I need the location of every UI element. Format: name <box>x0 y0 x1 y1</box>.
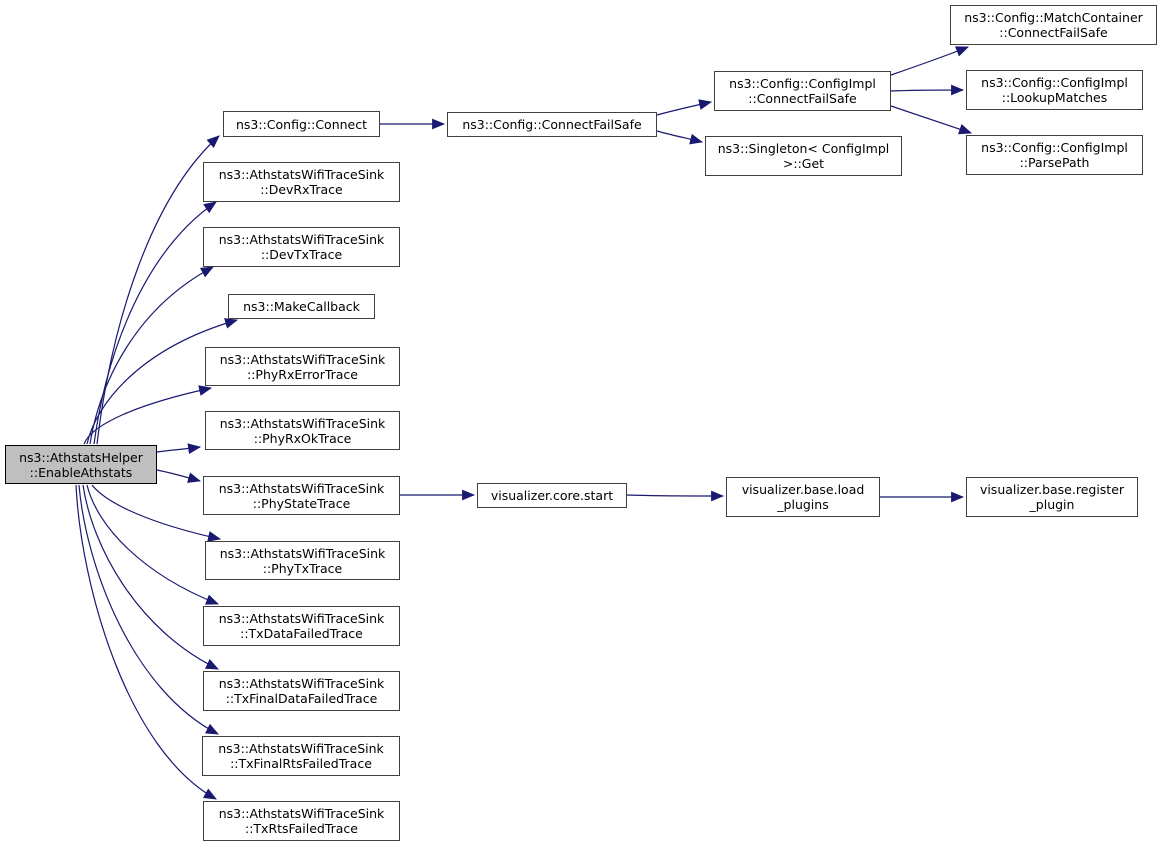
node-config-impl-lookup-matches[interactable]: ns3::Config::ConfigImpl::LookupMatches <box>966 70 1143 110</box>
node-label-line: ::EnableAthstats <box>29 464 133 480</box>
node-config-impl-connect-fail-safe[interactable]: ns3::Config::ConfigImpl::ConnectFailSafe <box>714 71 891 111</box>
edge-enable-athstats-to-make-callback <box>86 318 239 445</box>
node-label-line: ::PhyTxTrace <box>262 560 343 576</box>
node-singleton-config-impl-get[interactable]: ns3::Singleton< ConfigImpl>::Get <box>705 136 902 176</box>
node-label-line: ns3::AthstatsWifiTraceSink <box>218 167 385 182</box>
node-label-line: visualizer.core.start <box>490 488 614 503</box>
node-label-line: ns3::AthstatsHelper <box>19 449 143 465</box>
node-label-line: ns3::AthstatsWifiTraceSink <box>218 480 385 496</box>
node-label-line: ::TxRtsFailedTrace <box>245 821 358 836</box>
node-label-line: _plugin <box>1029 497 1075 512</box>
node-dev-tx-trace[interactable]: ns3::AthstatsWifiTraceSink::DevTxTrace <box>203 227 400 267</box>
node-make-callback[interactable]: ns3::MakeCallback <box>228 294 375 319</box>
node-label-line: ::PhyRxErrorTrace <box>247 366 358 382</box>
node-phy-rx-error-trace[interactable]: ns3::AthstatsWifiTraceSink::PhyRxErrorTr… <box>205 347 400 386</box>
edge-enable-athstats-to-dev-rx-trace <box>93 201 217 445</box>
edge-enable-athstats-to-config-connect <box>96 135 220 445</box>
node-label-line: ns3::AthstatsWifiTraceSink <box>219 415 386 431</box>
node-label-line: ::TxDataFailedTrace <box>240 626 363 641</box>
node-config-connect-fail-safe[interactable]: ns3::Config::ConnectFailSafe <box>447 112 657 137</box>
node-label-line: ::ConnectFailSafe <box>748 91 857 106</box>
node-label-line: ns3::MakeCallback <box>243 299 360 314</box>
node-visualizer-core-start[interactable]: visualizer.core.start <box>477 483 627 508</box>
edge-config-impl-connect-fail-safe-to-match-container-connect-fail-safe <box>890 46 970 76</box>
node-label-line: ns3::AthstatsWifiTraceSink <box>218 611 385 626</box>
node-label-line: ns3::AthstatsWifiTraceSink <box>218 232 385 247</box>
node-label-line: ::LookupMatches <box>1001 90 1108 105</box>
node-phy-rx-ok-trace[interactable]: ns3::AthstatsWifiTraceSink::PhyRxOkTrace <box>205 411 400 450</box>
node-label-line: ::TxFinalDataFailedTrace <box>225 691 378 706</box>
node-label-line: ::ParsePath <box>1019 155 1090 170</box>
node-label-line: ns3::AthstatsWifiTraceSink <box>219 351 386 367</box>
node-visualizer-base-load-plugins[interactable]: visualizer.base.load_plugins <box>726 477 880 517</box>
edge-config-impl-connect-fail-safe-to-config-impl-lookup-matches <box>890 84 965 96</box>
edge-visualizer-core-start-to-visualizer-base-load-plugins <box>626 490 725 502</box>
node-label-line: ::TxFinalRtsFailedTrace <box>230 756 372 771</box>
node-tx-final-data-failed-trace[interactable]: ns3::AthstatsWifiTraceSink::TxFinalDataF… <box>203 671 400 711</box>
node-label-line: ns3::Config::Connect <box>235 116 368 132</box>
edge-enable-athstats-to-tx-data-failed-trace <box>86 484 220 605</box>
node-label-line: ns3::Config::ConfigImpl <box>981 75 1128 90</box>
node-label-line: ns3::Config::ConfigImpl <box>981 140 1128 155</box>
node-phy-tx-trace[interactable]: ns3::AthstatsWifiTraceSink::PhyTxTrace <box>205 541 400 580</box>
node-config-connect[interactable]: ns3::Config::Connect <box>223 111 380 137</box>
node-tx-final-rts-failed-trace[interactable]: ns3::AthstatsWifiTraceSink::TxFinalRtsFa… <box>202 736 400 776</box>
edge-enable-athstats-to-phy-rx-error-trace <box>83 385 213 445</box>
node-label-line: ns3::AthstatsWifiTraceSink <box>219 545 386 561</box>
edge-enable-athstats-to-phy-rx-ok-trace <box>156 443 202 455</box>
node-label-line: ns3::AthstatsWifiTraceSink <box>218 806 385 821</box>
node-visualizer-base-register-plugin[interactable]: visualizer.base.register_plugin <box>966 477 1138 517</box>
node-dev-rx-trace[interactable]: ns3::AthstatsWifiTraceSink::DevRxTrace <box>203 162 400 202</box>
node-label-line: ns3::Config::MatchContainer <box>964 10 1143 25</box>
edge-config-connect-fail-safe-to-singleton-config-impl-get <box>656 130 704 145</box>
edge-enable-athstats-to-phy-tx-trace <box>91 484 222 542</box>
node-label-line: ns3::Config::ConnectFailSafe <box>462 117 642 132</box>
node-label-line: ns3::Config::ConfigImpl <box>729 76 876 91</box>
edge-config-connect-fail-safe-to-config-impl-connect-fail-safe <box>656 99 713 116</box>
node-label-line: ns3::AthstatsWifiTraceSink <box>218 741 384 756</box>
node-label-line: ::PhyRxOkTrace <box>253 430 352 446</box>
node-label-line: ::DevTxTrace <box>260 247 343 262</box>
node-label-line: ::ConnectFailSafe <box>999 25 1108 40</box>
node-label-line: visualizer.base.register <box>979 482 1125 497</box>
edge-config-impl-connect-fail-safe-to-config-impl-parse-path <box>890 105 973 135</box>
edge-enable-athstats-to-tx-final-data-failed-trace <box>82 484 219 670</box>
node-match-container-connect-fail-safe[interactable]: ns3::Config::MatchContainer::ConnectFail… <box>950 5 1157 45</box>
node-tx-data-failed-trace[interactable]: ns3::AthstatsWifiTraceSink::TxDataFailed… <box>203 606 400 646</box>
node-label-line: visualizer.base.load <box>741 482 865 497</box>
edge-enable-athstats-to-tx-rts-failed-trace <box>75 484 217 800</box>
edge-enable-athstats-to-dev-tx-trace <box>89 266 214 445</box>
node-phy-state-trace[interactable]: ns3::AthstatsWifiTraceSink::PhyStateTrac… <box>203 476 400 515</box>
node-label-line: ::PhyStateTrace <box>252 495 351 511</box>
node-label-line: >::Get <box>782 156 825 171</box>
edge-enable-athstats-to-phy-state-trace <box>156 469 202 483</box>
node-label-line: ns3::AthstatsWifiTraceSink <box>218 676 385 691</box>
node-label-line: ns3::Singleton< ConfigImpl <box>717 141 890 156</box>
edge-enable-athstats-to-tx-final-rts-failed-trace <box>78 484 219 735</box>
node-label-line: ::DevRxTrace <box>260 182 343 197</box>
node-enable-athstats[interactable]: ns3::AthstatsHelper::EnableAthstats <box>5 445 157 484</box>
node-label-line: _plugins <box>777 497 829 512</box>
node-tx-rts-failed-trace[interactable]: ns3::AthstatsWifiTraceSink::TxRtsFailedT… <box>203 801 400 841</box>
node-config-impl-parse-path[interactable]: ns3::Config::ConfigImpl::ParsePath <box>966 135 1143 175</box>
